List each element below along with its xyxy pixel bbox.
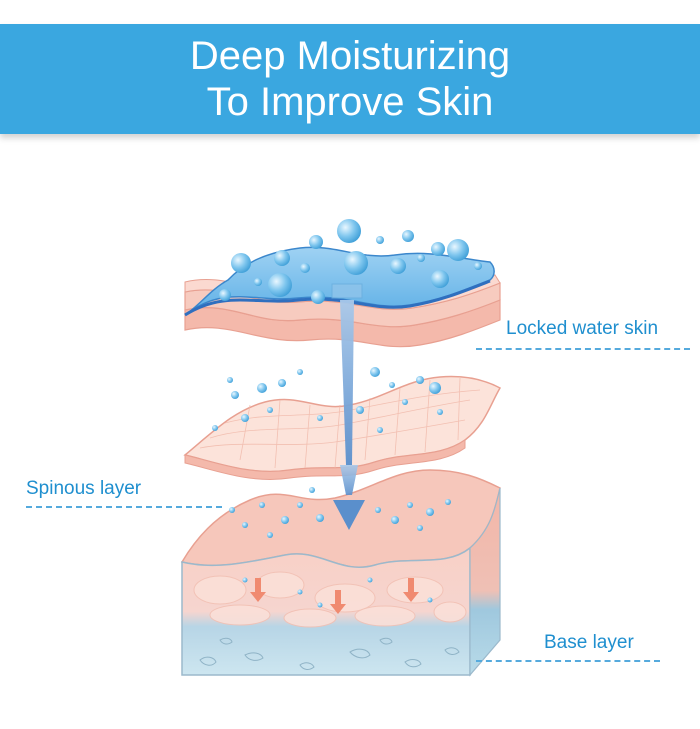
leader-base-layer <box>476 660 660 662</box>
label-base-layer: Base layer <box>544 632 634 654</box>
water-bubble <box>274 250 290 266</box>
water-bubble <box>344 251 368 275</box>
label-spinous-layer: Spinous layer <box>26 478 141 500</box>
water-bubble <box>219 289 231 301</box>
arrow-entry-window <box>332 284 362 298</box>
water-bubble <box>268 273 292 297</box>
water-bubble <box>431 242 445 256</box>
water-bubble <box>337 219 361 243</box>
water-bubble <box>300 263 310 273</box>
water-bubble <box>231 253 251 273</box>
water-bubble <box>417 254 425 262</box>
water-bubble <box>431 270 449 288</box>
label-locked-water-skin: Locked water skin <box>506 318 658 340</box>
cube-top-face <box>182 470 500 567</box>
water-bubble <box>474 262 482 270</box>
water-bubble <box>376 236 384 244</box>
water-bubble <box>309 235 323 249</box>
spinous-sheet <box>185 377 500 472</box>
water-bubble <box>311 290 325 304</box>
water-bubble <box>390 258 406 274</box>
water-bubble <box>254 278 262 286</box>
leader-locked-water-skin <box>476 348 690 350</box>
water-bubble <box>402 230 414 242</box>
leader-spinous-layer <box>26 506 222 508</box>
water-bubble <box>447 239 469 261</box>
spinous-sheet-layer <box>185 367 500 479</box>
